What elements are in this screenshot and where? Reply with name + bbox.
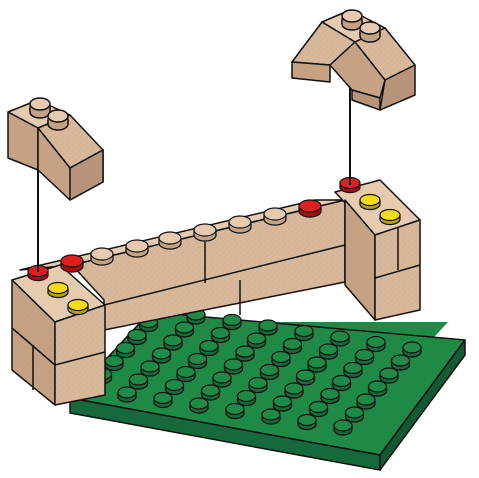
- tan-stud: [91, 248, 113, 265]
- green-stud: [272, 352, 290, 367]
- green-stud: [392, 355, 410, 370]
- green-stud: [190, 398, 208, 413]
- green-stud: [331, 331, 349, 346]
- green-stud: [369, 381, 387, 396]
- green-stud: [141, 361, 159, 376]
- green-stud: [177, 367, 195, 382]
- green-stud: [236, 346, 254, 361]
- green-stud: [310, 402, 328, 417]
- green-stud: [189, 354, 207, 369]
- green-stud: [298, 415, 316, 430]
- tan-stud: [264, 208, 286, 225]
- green-stud: [212, 328, 230, 343]
- tan-stud: [159, 232, 181, 249]
- green-stud: [225, 359, 243, 374]
- green-stud: [226, 404, 244, 419]
- green-stud: [297, 370, 315, 385]
- green-stud: [320, 344, 338, 359]
- yellow-stud: [380, 210, 400, 225]
- green-stud: [164, 335, 182, 350]
- green-stud: [333, 376, 351, 391]
- green-stud: [262, 409, 280, 424]
- green-stud: [308, 357, 326, 372]
- red-stud: [299, 200, 321, 217]
- tan-stud: [126, 240, 148, 257]
- green-stud: [403, 342, 421, 357]
- yellow-stud: [48, 283, 68, 298]
- green-stud: [344, 363, 362, 378]
- yellow-stud: [68, 300, 88, 315]
- green-stud: [213, 372, 231, 387]
- green-stud: [105, 356, 123, 371]
- green-stud: [176, 322, 194, 337]
- yellow-stud: [360, 195, 380, 210]
- green-stud: [117, 343, 135, 358]
- green-stud: [128, 330, 146, 345]
- green-stud: [118, 387, 136, 402]
- green-stud: [295, 326, 313, 341]
- green-stud: [357, 394, 375, 409]
- tan-stud: [229, 216, 251, 233]
- green-stud: [238, 391, 256, 406]
- green-stud: [248, 333, 266, 348]
- green-stud: [259, 320, 277, 335]
- green-stud: [200, 341, 218, 356]
- green-stud: [261, 365, 279, 380]
- green-stud: [285, 383, 303, 398]
- green-stud: [334, 420, 352, 435]
- green-stud: [166, 380, 184, 395]
- green-stud: [321, 389, 339, 404]
- slope-brick-left: [8, 98, 103, 200]
- slope-brick-right: [292, 10, 415, 110]
- red-stud: [61, 255, 83, 272]
- green-stud: [249, 378, 267, 393]
- tan-stud: [194, 224, 216, 241]
- green-stud: [153, 348, 171, 363]
- green-stud: [202, 385, 220, 400]
- green-stud: [367, 337, 385, 352]
- green-stud: [380, 368, 398, 383]
- green-stud: [356, 350, 374, 365]
- green-stud: [130, 374, 148, 389]
- green-stud: [223, 315, 241, 330]
- green-stud: [274, 396, 292, 411]
- green-stud: [154, 393, 172, 408]
- green-stud: [284, 339, 302, 354]
- green-stud: [346, 407, 364, 422]
